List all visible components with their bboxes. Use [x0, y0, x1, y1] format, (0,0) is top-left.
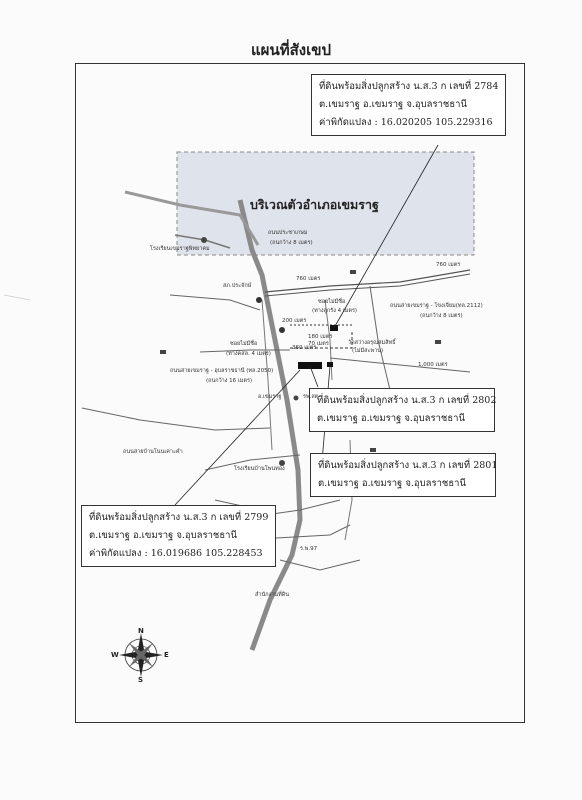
- office2-label: รพ.สต: [303, 394, 319, 400]
- main-highway: [237, 199, 303, 651]
- parcel-2799-line3: ค่าพิกัดแปลง : 16.019686 105.228453: [89, 548, 263, 559]
- compass-w: W: [111, 651, 119, 659]
- soi-a-width: (ทางลูกรัง 4 เมตร): [312, 308, 358, 314]
- temple-note: (ไม่มีสะพาน): [352, 348, 384, 354]
- highway-north: [124, 190, 260, 246]
- parcel-2801-line2: ต.เขมราฐ อ.เขมราฐ จ.อุบลราชธานี: [318, 478, 466, 489]
- parcel-2802-line2: ต.เขมราฐ อ.เขมราฐ จ.อุบลราชธานี: [317, 413, 465, 424]
- temple-marker: [279, 327, 285, 333]
- parcel-2799-box: ที่ดินพร้อมสิ่งปลูกสร้าง น.ส.3 ก เลขที่ …: [81, 505, 277, 567]
- parcel-2802-line1: ที่ดินพร้อมสิ่งปลูกสร้าง น.ส.3 ก เลขที่ …: [317, 395, 497, 406]
- parcel-2784-box: ที่ดินพร้อมสิ่งปลูกสร้าง น.ส.3 ก เลขที่ …: [311, 74, 507, 136]
- road-pracha-width: (ถนกว้าง 8 เมตร): [270, 240, 313, 246]
- stray-mark: [3, 294, 31, 301]
- police-label: สภ.ประจักษ์: [223, 283, 252, 289]
- road-west: [169, 294, 261, 311]
- soi-b-label: ซอยไม่มีชื่อ: [230, 341, 258, 347]
- dist-180: 180 เมตร: [308, 334, 333, 340]
- leader-2799: [174, 369, 301, 506]
- road-ubon-label: ถนนสายเขมราฐ - อุบลราชธานี (ทล.2050): [170, 368, 274, 374]
- school-marker: [201, 237, 207, 243]
- school-khemarat-label: โรงเรียนเขมราฐพิทยาคม: [150, 246, 210, 252]
- parcel-2802: [298, 362, 322, 369]
- page-title: แผนที่สังเขป: [251, 41, 331, 59]
- truck-marker-2: [435, 340, 441, 344]
- parcel-2784-line2: ต.เขมราฐ อ.เขมราฐ จ.อุบลราชธานี: [319, 99, 467, 110]
- office-marker: [293, 395, 299, 401]
- parcel-2801-line1: ที่ดินพร้อมสิ่งปลูกสร้าง น.ส.3 ก เลขที่ …: [318, 460, 498, 471]
- road-side-a: [261, 299, 273, 451]
- road-chiang-width: (ถนกว้าง 8 เมตร): [420, 313, 463, 319]
- truck-marker-4: [160, 350, 166, 354]
- temple-label: วัดสว่างอรุณสมสิทธิ์: [348, 340, 396, 346]
- dist-200: 200 เมตร: [282, 318, 307, 324]
- dist-360: 360 เมตร: [292, 345, 317, 351]
- clinic-label: สำนักงานที่ดิน: [255, 592, 290, 598]
- dist-760a: 760 เมตร: [296, 276, 321, 282]
- road-village-label: ถนนสายบ้านโนนเคาะคำ: [123, 449, 183, 455]
- dist-1000: 1,000 เมตร: [418, 362, 448, 368]
- dist-760b: 760 เมตร: [436, 262, 461, 268]
- road-pracha-label: ถนนประชาเกษม: [268, 230, 308, 236]
- compass-rose: [119, 633, 163, 677]
- dashed-route-2: [290, 330, 353, 349]
- leader-2802: [309, 365, 319, 388]
- school2-marker: [279, 460, 285, 466]
- parcel-2799-line2: ต.เขมราฐ อ.เขมราฐ จ.อุบลราชธานี: [89, 530, 237, 541]
- road-village: [81, 407, 271, 431]
- road-east-760b: [264, 273, 471, 297]
- leader-2784: [333, 144, 439, 329]
- town-label: บริเวณตัวอำเภอเขมราฐ: [250, 197, 379, 212]
- hosp-label: ร.พ.97: [300, 546, 318, 552]
- school-school-label: โรงเรียนบ้านโพนทอง: [234, 466, 285, 472]
- compass-s: S: [138, 676, 144, 684]
- road-chiang-label: ถนนสายเขมราฐ - โขงเจียม(ทล.2112): [390, 303, 483, 309]
- road-soi-b: [199, 349, 290, 353]
- truck-marker-1: [350, 270, 356, 274]
- map-frame: [75, 63, 525, 723]
- parcel-2784-line3: ค่าพิกัดแปลง : 16.020205 105.229316: [319, 117, 493, 128]
- compass-n: N: [138, 627, 144, 635]
- soi-b-width: (ทางคสล. 4 เมตร): [226, 351, 271, 357]
- parcel-2802-box: ที่ดินพร้อมสิ่งปลูกสร้าง น.ส.3 ก เลขที่ …: [309, 388, 497, 432]
- truck-marker-3: [370, 448, 376, 452]
- parcel-2784-line1: ที่ดินพร้อมสิ่งปลูกสร้าง น.ส.3 ก เลขที่ …: [319, 81, 499, 92]
- dist-70: 70 เมตร: [308, 341, 329, 347]
- road-ubon-width: (ถนกว้าง 16 เมตร): [206, 378, 253, 384]
- soi-a-label: ซอยไม่มีชื่อ: [318, 299, 346, 305]
- road-east-760: [264, 269, 471, 293]
- parcel-2801: [327, 362, 333, 367]
- road-south-2: [204, 454, 301, 471]
- road-south-4: [279, 559, 361, 571]
- police-marker: [256, 297, 262, 303]
- parcel-2799-line1: ที่ดินพร้อมสิ่งปลูกสร้าง น.ส.3 ก เลขที่ …: [89, 512, 269, 523]
- parcel-2801-box: ที่ดินพร้อมสิ่งปลูกสร้าง น.ส.3 ก เลขที่ …: [310, 453, 498, 497]
- road-ubon-1000: [329, 357, 471, 373]
- compass-e: E: [164, 651, 169, 659]
- office-label: อ.เขมราฐ: [258, 394, 282, 400]
